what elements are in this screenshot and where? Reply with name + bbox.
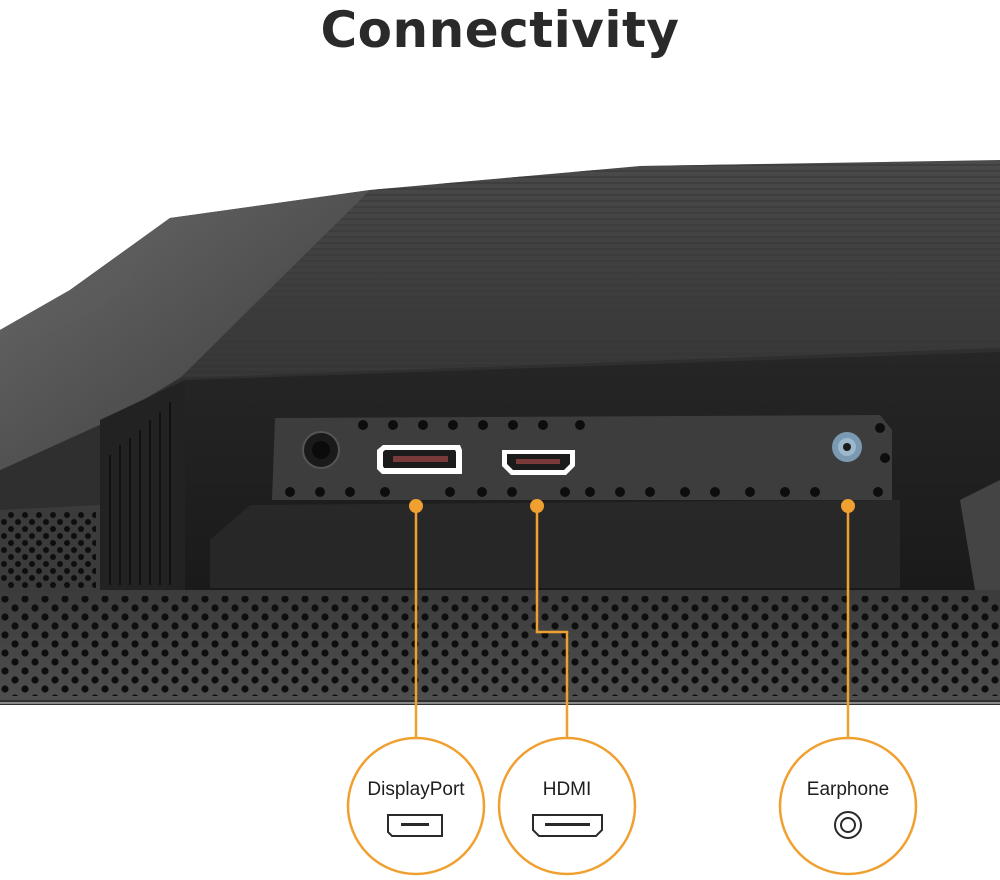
port-plate — [272, 415, 892, 500]
displayport-icon — [387, 814, 443, 837]
callout-dots — [409, 499, 855, 513]
hdmi-callout-circle — [497, 736, 637, 876]
page-title: Connectivity — [320, 1, 680, 59]
plate-vent-dots — [285, 420, 890, 497]
earphone-callout-circle — [778, 736, 918, 876]
hdmi-icon — [532, 814, 603, 837]
hdmi-label: HDMI — [542, 779, 592, 800]
earphone-label: Earphone — [806, 779, 890, 800]
callout-lines — [414, 507, 850, 738]
displayport-label: DisplayPort — [367, 779, 465, 800]
earphone-jack-icon — [834, 811, 862, 839]
displayport-callout-circle — [346, 736, 486, 876]
monitor-side-panel — [0, 190, 370, 470]
